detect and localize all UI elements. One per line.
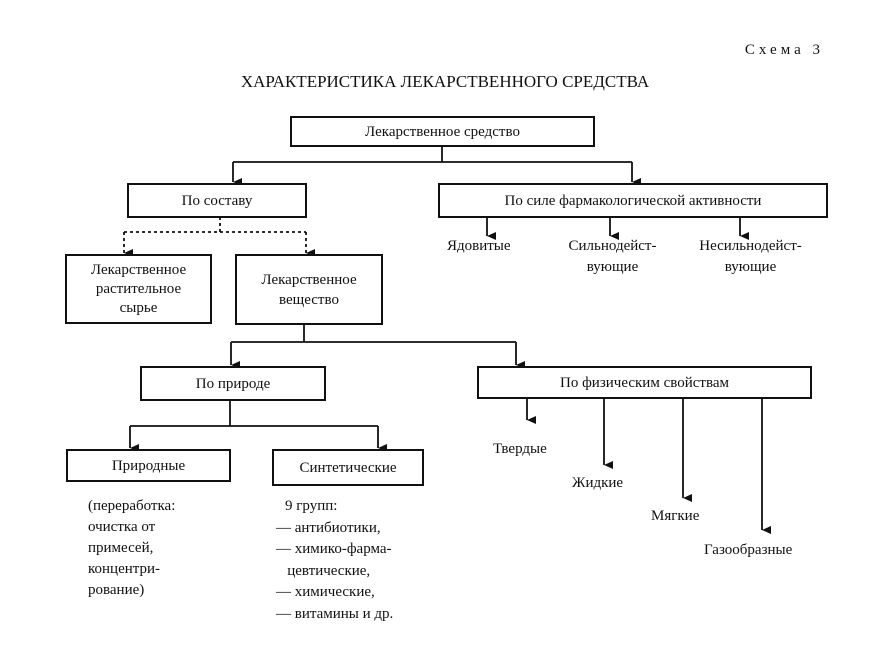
node-substance-line2: вещество xyxy=(279,291,339,308)
natural-note-line: очистка от xyxy=(88,519,156,535)
synthetic-note-line: цевтические, xyxy=(276,562,371,579)
node-medicine-label: Лекарственное средство xyxy=(365,123,520,140)
synthetic-note: 9 групп: — антибиотики, — химико-фарма- … xyxy=(276,496,393,625)
node-plant-raw-line2: растительное xyxy=(95,280,182,297)
natural-note-line: концентри- xyxy=(88,561,161,577)
node-by-physical-properties: По физическим свойствам xyxy=(477,366,812,399)
node-medicine: Лекарственное средство xyxy=(290,116,595,147)
node-by-nature-label: По природе xyxy=(195,375,271,392)
synthetic-note-line: — антибиотики, xyxy=(276,519,381,536)
node-plant-raw-line1: Лекарственное xyxy=(90,261,187,278)
synthetic-note-line: 9 групп: xyxy=(285,498,338,514)
state-liquid: Жидкие xyxy=(572,475,624,491)
activity-potent: Сильнодейст- вующие xyxy=(550,237,675,276)
diagram-title: ХАРАКТЕРИСТИКА ЛЕКАРСТВЕННОГО СРЕДСТВА xyxy=(240,72,650,91)
natural-note-line: примесей, xyxy=(88,540,154,556)
node-synthetic-label: Синтетические xyxy=(299,459,397,476)
scheme-number: Схема 3 xyxy=(744,42,824,58)
node-synthetic: Синтетические xyxy=(272,449,424,486)
node-by-nature: По природе xyxy=(140,366,326,401)
node-by-physical-label: По физическим свойствам xyxy=(560,374,729,391)
state-gaseous: Газообразные xyxy=(704,542,793,558)
synthetic-note-line: — химические, xyxy=(276,584,375,600)
activity-nonpotent-line2: вующие xyxy=(724,259,777,275)
natural-note-line: (переработка: xyxy=(88,498,176,514)
activity-nonpotent: Несильнодейст- вующие xyxy=(683,237,818,276)
state-solid: Твердые xyxy=(493,441,547,457)
natural-note: (переработка: очистка от примесей, конце… xyxy=(88,496,175,601)
node-plant-raw-material: Лекарственное растительное сырье xyxy=(65,254,212,324)
node-by-composition: По составу xyxy=(127,183,307,218)
natural-note-line: рование) xyxy=(88,582,145,598)
node-by-composition-label: По составу xyxy=(181,192,253,209)
node-plant-raw-line3: сырье xyxy=(119,299,158,316)
synthetic-note-line: — химико-фарма- xyxy=(276,541,392,557)
synthetic-note-line: — витамины и др. xyxy=(276,605,394,622)
activity-potent-line1: Сильнодейст- xyxy=(568,238,657,254)
node-substance-line1: Лекарственное xyxy=(261,271,357,288)
node-by-activity: По силе фармакологической активности xyxy=(438,183,828,218)
activity-potent-line2: вующие xyxy=(586,259,639,275)
state-soft: Мягкие xyxy=(651,508,700,524)
activity-poisonous: Ядовитые xyxy=(447,238,511,254)
node-natural-label: Природные xyxy=(111,457,186,474)
node-by-activity-label: По силе фармакологической активности xyxy=(504,192,762,209)
node-natural: Природные xyxy=(66,449,231,482)
node-medicinal-substance: Лекарственное вещество xyxy=(235,254,383,325)
activity-nonpotent-line1: Несильнодейст- xyxy=(699,238,802,254)
